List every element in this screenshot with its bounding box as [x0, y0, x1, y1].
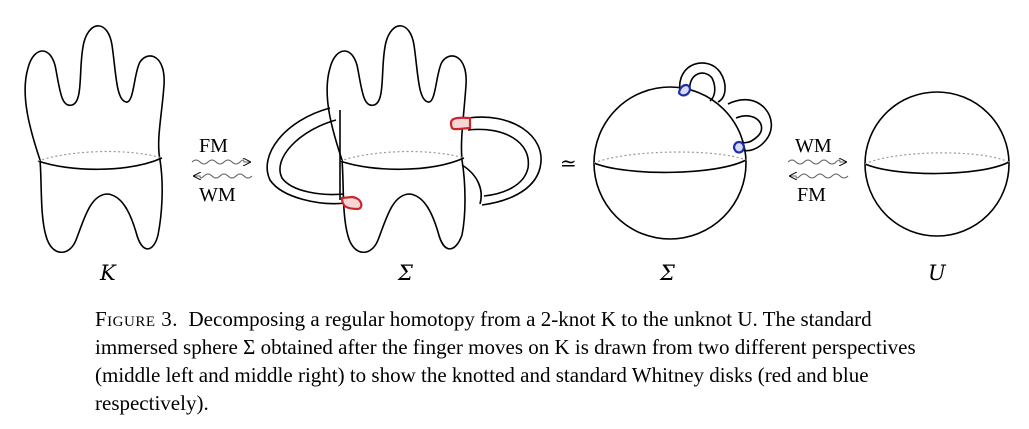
- figure-3: K FM WM Σ ≃: [24, 25, 1010, 285]
- label-k: K: [99, 261, 117, 285]
- squiggle-left-arrow-2: [790, 174, 849, 178]
- label-sigma-right: Σ: [659, 261, 675, 285]
- immersed-sphere-right-diagram: [593, 62, 772, 240]
- knot-k-diagram: [24, 25, 165, 254]
- squiggle-left-arrow: [194, 174, 253, 178]
- caption-label: Figure 3.: [95, 307, 179, 331]
- arrow-label-wm-2: WM: [795, 135, 832, 157]
- squiggle-right-arrow: [191, 160, 250, 164]
- arrow-label-wm: WM: [199, 184, 236, 206]
- caption-text: Decomposing a regular homotopy from a 2-…: [95, 307, 916, 415]
- arrow-label-fm-2: FM: [797, 184, 826, 206]
- figure-caption: Figure 3. Decomposing a regular homotopy…: [95, 305, 955, 417]
- squiggle-right-arrow-2: [787, 160, 846, 164]
- unknot-u-diagram: [864, 91, 1010, 237]
- arrow-pair-fm-wm: FM WM: [191, 135, 253, 206]
- arrow-pair-wm-fm: WM FM: [787, 135, 849, 206]
- homeomorphic-symbol: ≃: [560, 153, 577, 175]
- label-u: U: [928, 261, 947, 285]
- arrow-label-fm: FM: [199, 135, 228, 157]
- immersed-sphere-left-diagram: [266, 25, 542, 254]
- label-sigma-left: Σ: [397, 261, 413, 285]
